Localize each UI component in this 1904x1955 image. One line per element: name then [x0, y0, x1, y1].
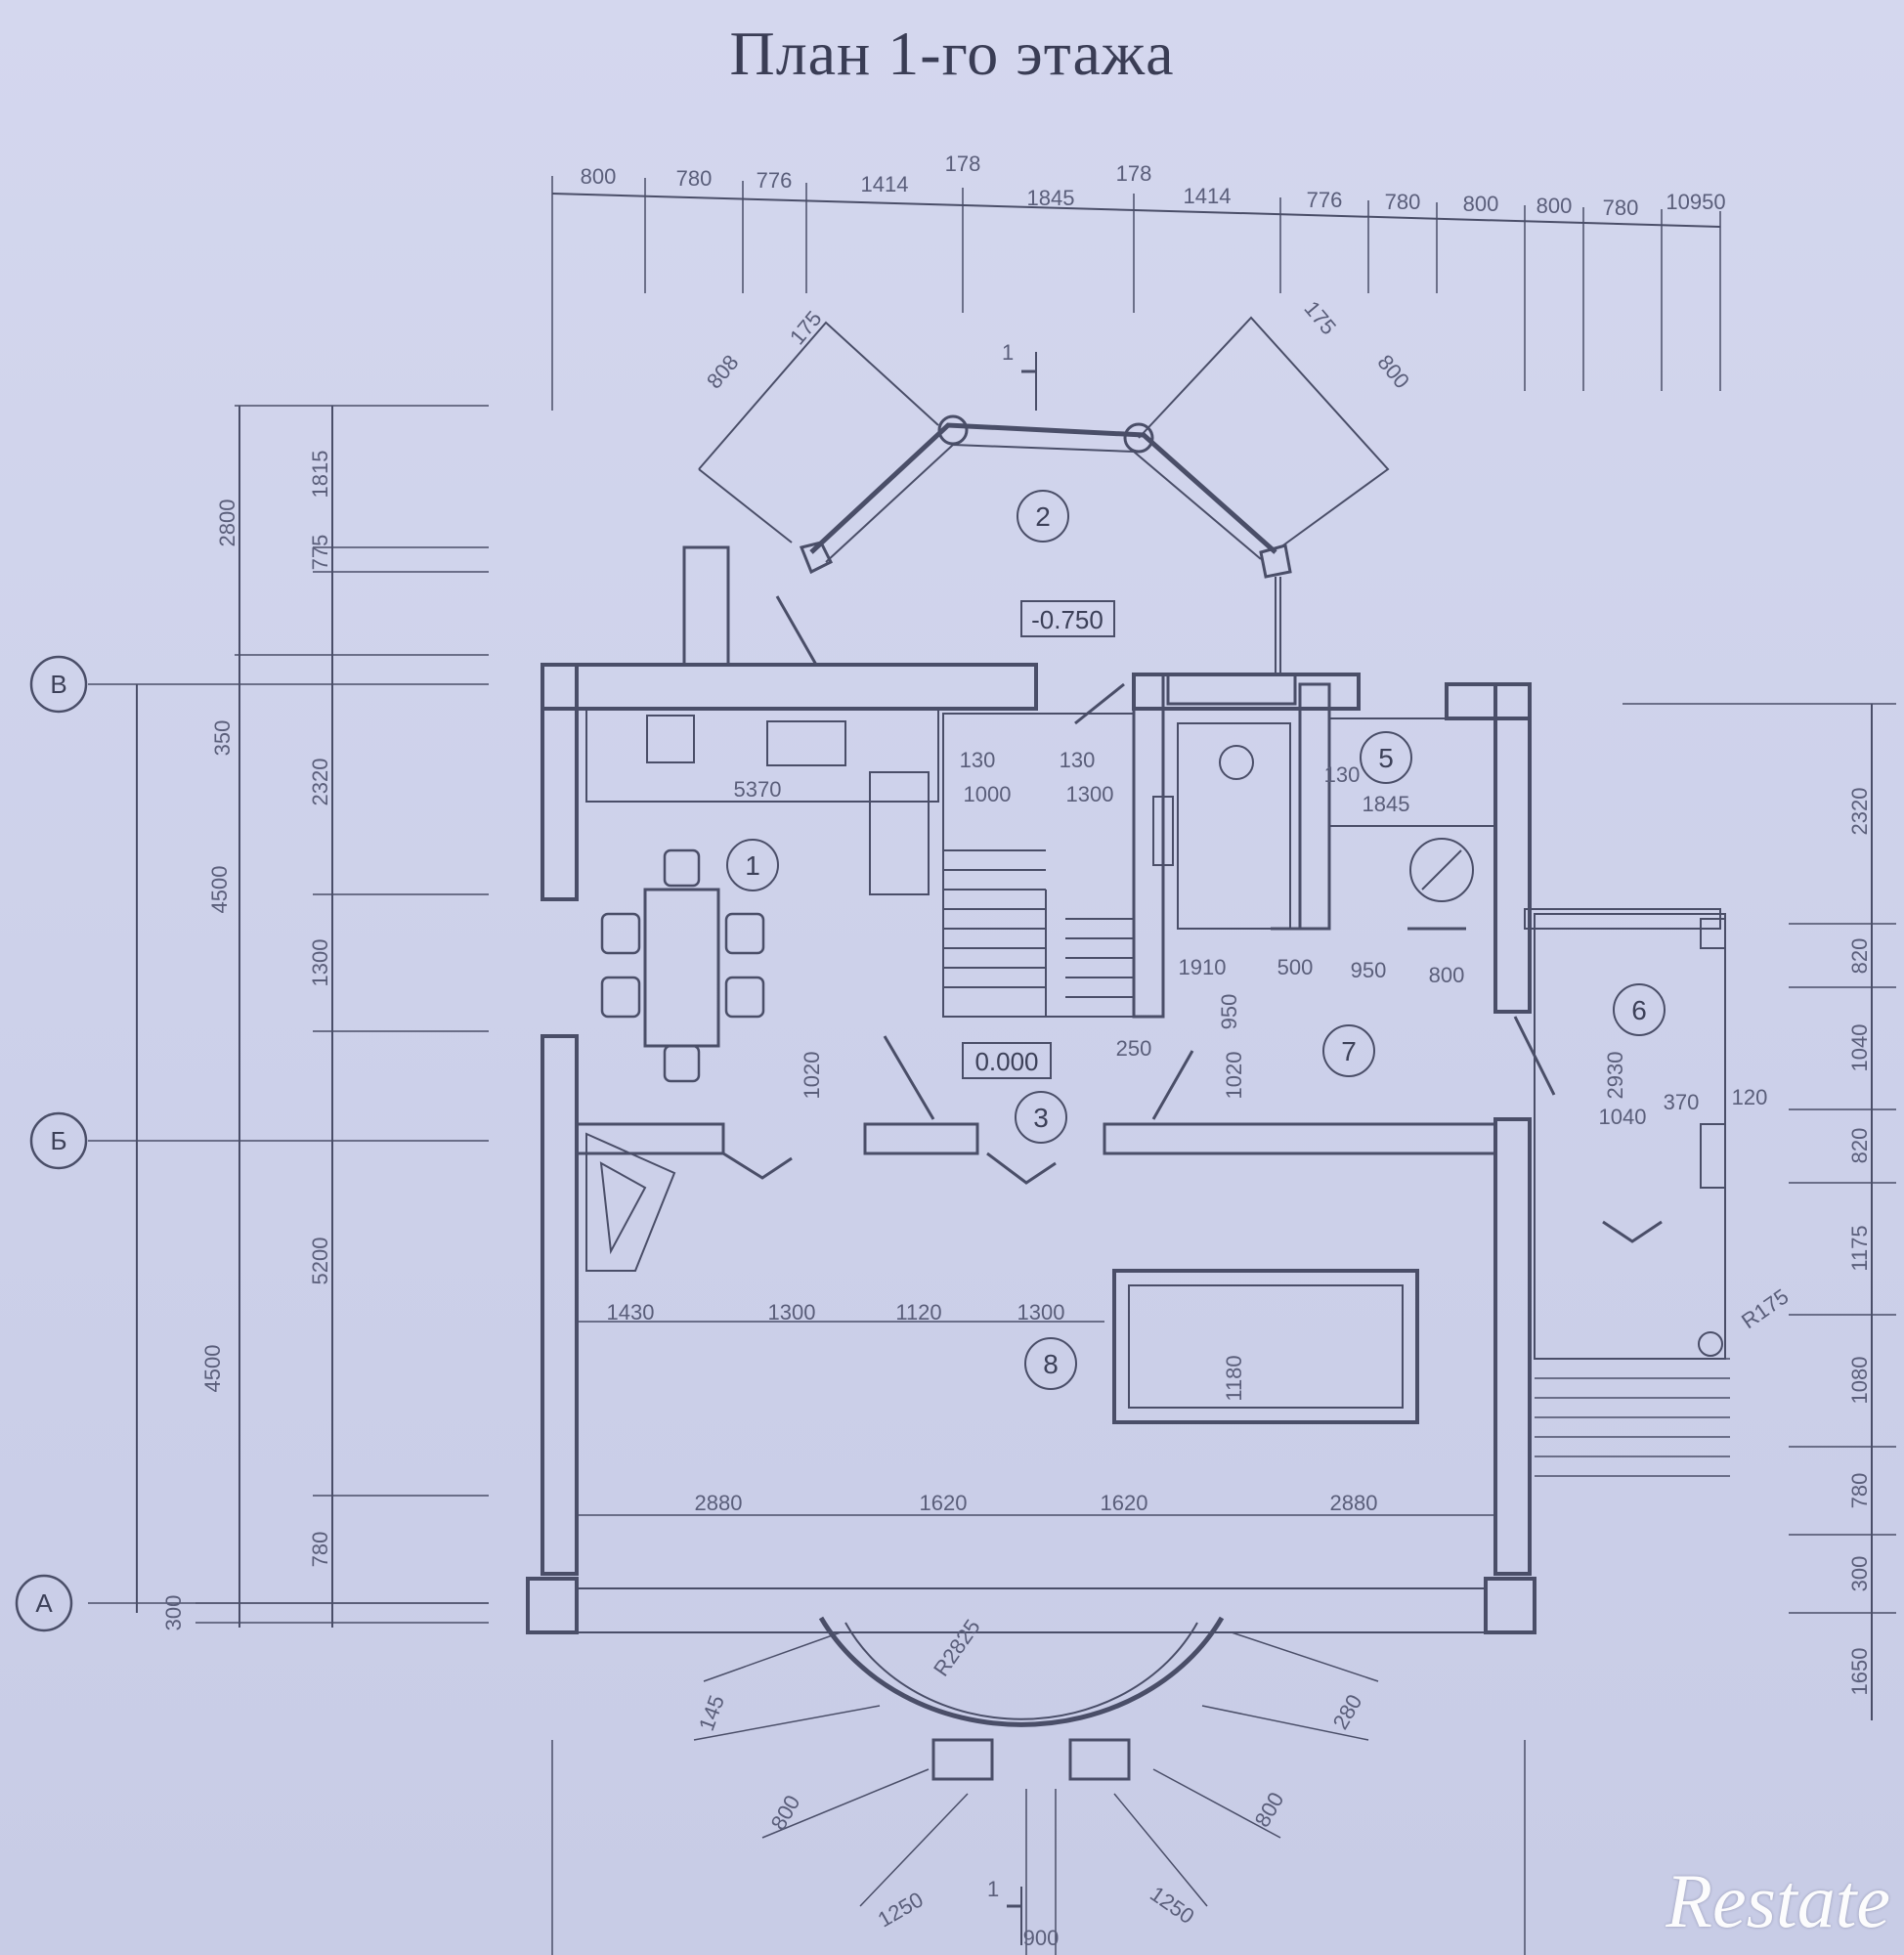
dim-label: 1080 [1847, 1357, 1872, 1405]
dim-label: 1620 [920, 1491, 968, 1515]
dim-label: 145 [694, 1692, 729, 1734]
dim-label: 1845 [1363, 792, 1410, 816]
dim-label: 780 [1847, 1473, 1872, 1509]
section-mark: 1 [987, 1877, 999, 1901]
dim-label: 250 [1116, 1036, 1152, 1061]
dim-label: 1040 [1599, 1105, 1647, 1129]
dim-label: 780 [1603, 196, 1639, 220]
dim-label: 1620 [1101, 1491, 1148, 1515]
dim-label: 178 [945, 152, 981, 176]
dim-label: 1414 [1184, 184, 1232, 208]
dim-label: 950 [1351, 958, 1387, 982]
dim-label: 1250 [1146, 1882, 1198, 1930]
dim-label: 800 [1372, 350, 1414, 393]
dim-label: 1175 [1847, 1225, 1872, 1271]
dim-label: 1020 [1222, 1052, 1246, 1100]
dim-label: 1000 [964, 782, 1012, 806]
dim-label: 2800 [215, 500, 239, 547]
dim-label: 1300 [768, 1300, 816, 1325]
page-title: План 1-го этажа [729, 19, 1175, 88]
dim-label: 5200 [308, 1238, 332, 1285]
axis-label-v: В [50, 670, 66, 699]
dim-label: 370 [1664, 1090, 1700, 1114]
dim-label: 280 [1327, 1690, 1366, 1733]
dim-label: 2320 [308, 759, 332, 806]
dim-label: 178 [1116, 161, 1152, 186]
dim-label: 1120 [895, 1300, 941, 1325]
dim-label: 1815 [308, 451, 332, 499]
dim-label: 950 [1217, 994, 1241, 1030]
dim-label: 1300 [1017, 1300, 1065, 1325]
room-number: 7 [1341, 1036, 1357, 1066]
section-mark: 1 [1002, 340, 1014, 365]
dim-label: 808 [702, 350, 744, 393]
dim-label: 350 [210, 720, 235, 757]
room-number: 1 [745, 850, 760, 881]
level-mark: 0.000 [974, 1047, 1038, 1076]
dim-label: 780 [308, 1532, 332, 1568]
room-number: 5 [1378, 743, 1394, 773]
room-number: 3 [1033, 1103, 1049, 1133]
dim-label: 5370 [734, 777, 782, 802]
dim-label: 800 [581, 164, 617, 189]
dim-label: 2880 [1330, 1491, 1378, 1515]
dim-label: 1430 [607, 1300, 655, 1325]
dim-label: 820 [1847, 938, 1872, 975]
dim-label: R175 [1737, 1284, 1793, 1334]
dim-label: 800 [1463, 192, 1499, 216]
dim-label: 1845 [1027, 186, 1075, 210]
dim-label: 130 [1324, 762, 1361, 787]
dim-label: 776 [1307, 188, 1343, 212]
dim-label: 130 [1060, 748, 1096, 772]
dim-label: 175 [1299, 296, 1341, 339]
room-number: 8 [1043, 1349, 1059, 1379]
dim-label: 120 [1732, 1085, 1768, 1109]
axis-label-b: Б [50, 1126, 66, 1155]
level-mark: -0.750 [1031, 605, 1103, 634]
dim-label: 800 [1536, 194, 1573, 218]
dim-label: 800 [765, 1791, 804, 1834]
room-number: 6 [1631, 995, 1647, 1025]
dim-label: 1020 [800, 1052, 824, 1100]
dim-label: 820 [1847, 1128, 1872, 1164]
dim-label: 500 [1277, 955, 1314, 979]
dim-label: 2880 [695, 1491, 743, 1515]
dim-label: 175 [785, 306, 827, 349]
dim-label: 10950 [1666, 190, 1725, 214]
dim-label: 4500 [207, 866, 232, 914]
dim-label: 775 [308, 535, 332, 571]
dim-label: 800 [1429, 963, 1465, 987]
dim-label: 300 [161, 1595, 186, 1631]
dim-label: 1180 [1222, 1355, 1246, 1401]
axis-label-a: А [35, 1588, 53, 1618]
dim-label: 1040 [1847, 1024, 1872, 1072]
dim-label: 780 [1385, 190, 1421, 214]
dim-label: 1650 [1847, 1648, 1872, 1696]
dim-label: 2320 [1847, 788, 1872, 836]
dim-label: 900 [1023, 1926, 1060, 1950]
room-number: 2 [1035, 501, 1051, 532]
dim-label: 1414 [861, 172, 909, 196]
dim-label: 300 [1847, 1556, 1872, 1592]
dim-label: 2930 [1603, 1052, 1627, 1100]
dim-label: 1300 [308, 939, 332, 987]
dim-label: 1300 [1066, 782, 1114, 806]
watermark-logo: Restate [1666, 1858, 1890, 1943]
dim-label: R2825 [929, 1615, 985, 1680]
dim-label: 780 [676, 166, 713, 191]
dim-label: 130 [960, 748, 996, 772]
dim-label: 1910 [1179, 955, 1227, 979]
dim-label: 776 [757, 168, 793, 193]
dim-label: 1250 [874, 1887, 928, 1932]
dim-label: 4500 [200, 1345, 225, 1393]
